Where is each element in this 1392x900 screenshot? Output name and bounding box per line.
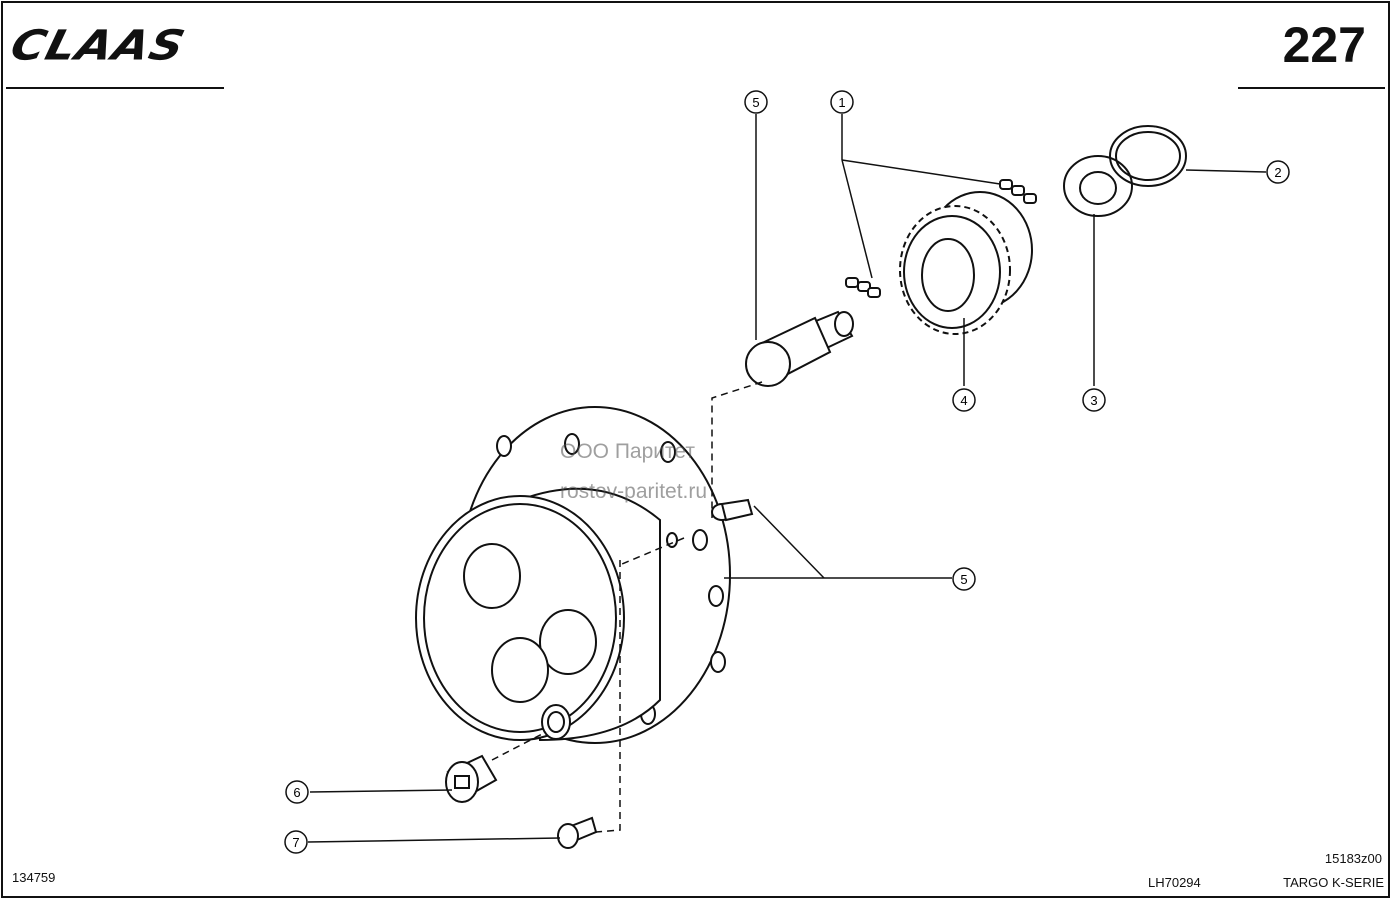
needle-rollers [845, 179, 1037, 298]
callout-5-top: 5 [744, 90, 768, 114]
hub-housing [415, 406, 754, 744]
callout-3: 3 [1082, 388, 1106, 412]
callout-label: 3 [1090, 393, 1097, 408]
callout-label: 1 [838, 95, 845, 110]
callout-7: 7 [284, 830, 308, 854]
spur-gear [899, 191, 1033, 335]
callout-label: 5 [960, 572, 967, 587]
circlip [1109, 125, 1187, 187]
thrust-washer [1063, 155, 1133, 217]
callout-4: 4 [952, 388, 976, 412]
callout-5-right: 5 [952, 567, 976, 591]
callout-label: 4 [960, 393, 967, 408]
figure-code: 15183z00 [1324, 851, 1382, 866]
watermark-company: ООО Паритет [560, 440, 696, 463]
drain-plug [445, 754, 498, 803]
callout-label: 5 [752, 95, 759, 110]
callout-1: 1 [830, 90, 854, 114]
watermark-url: rostov-paritet.ru [560, 480, 708, 503]
callout-label: 6 [293, 785, 300, 800]
drawing-id: 134759 [12, 870, 56, 885]
set-screw [557, 816, 598, 849]
pin-shaft [745, 310, 854, 387]
callout-2: 2 [1266, 160, 1290, 184]
claas-logo: CLAAS [5, 20, 191, 70]
callout-label: 2 [1274, 165, 1281, 180]
series-name: TARGO K-SERIE [1283, 875, 1384, 890]
callout-label: 7 [292, 835, 299, 850]
part-reference: LH70294 [1148, 875, 1201, 890]
page-number: 227 [1282, 17, 1366, 73]
leader-lines [307, 114, 1267, 843]
callout-6: 6 [285, 780, 309, 804]
